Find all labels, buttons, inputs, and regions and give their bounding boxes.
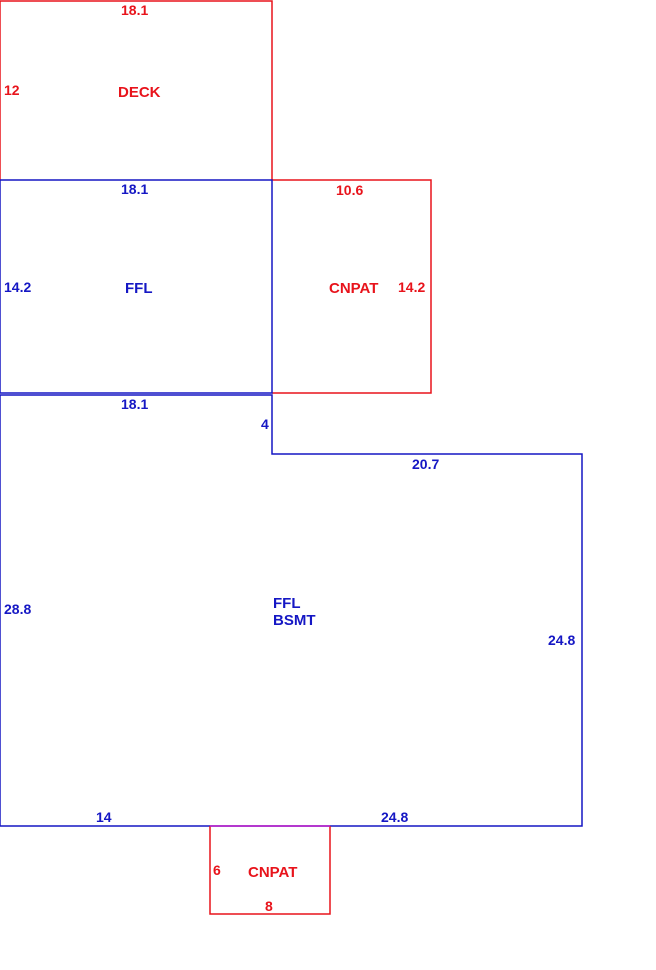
ffl-upper-dim-left: 14.2	[4, 279, 31, 295]
main-dim-top: 18.1	[121, 396, 148, 412]
cnpat-bottom-area: CNPAT 6 8	[209, 825, 331, 915]
ffl-upper-dim-top: 18.1	[121, 181, 148, 197]
main-dim-right: 24.8	[548, 632, 575, 648]
cnpat-bottom-dim-left: 6	[213, 862, 221, 878]
main-label-line1: FFL	[273, 595, 301, 612]
deck-outline	[0, 0, 273, 180]
cnpat-right-dim-top: 10.6	[336, 182, 363, 198]
main-label-line2: BSMT	[273, 612, 316, 629]
cnpat-right-outline	[272, 179, 432, 394]
cnpat-bottom-dim-bottom: 8	[265, 898, 273, 914]
deck-dim-left: 12	[4, 82, 20, 98]
main-dim-top-right: 20.7	[412, 456, 439, 472]
main-dim-bottom-right: 24.8	[381, 809, 408, 825]
deck-area: DECK 18.1 12	[0, 0, 273, 180]
cnpat-right-area: CNPAT 10.6 14.2	[272, 179, 432, 394]
main-outline	[0, 394, 583, 827]
cnpat-right-label: CNPAT	[329, 280, 378, 297]
ffl-upper-outline	[0, 179, 273, 394]
ffl-upper-area: FFL 18.1 14.2	[0, 179, 273, 394]
cnpat-bottom-outline	[209, 826, 331, 915]
deck-dim-top: 18.1	[121, 2, 148, 18]
main-dim-bottom-left: 14	[96, 809, 112, 825]
cnpat-bottom-label: CNPAT	[248, 864, 297, 881]
main-dim-left: 28.8	[4, 601, 31, 617]
deck-label: DECK	[118, 84, 161, 101]
cnpat-right-dim-right: 14.2	[398, 279, 425, 295]
main-dim-step: 4	[261, 416, 269, 432]
main-area: FFL BSMT 18.1 4 20.7 28.8 24.8 14 24.8	[0, 394, 583, 827]
ffl-upper-label: FFL	[125, 280, 153, 297]
